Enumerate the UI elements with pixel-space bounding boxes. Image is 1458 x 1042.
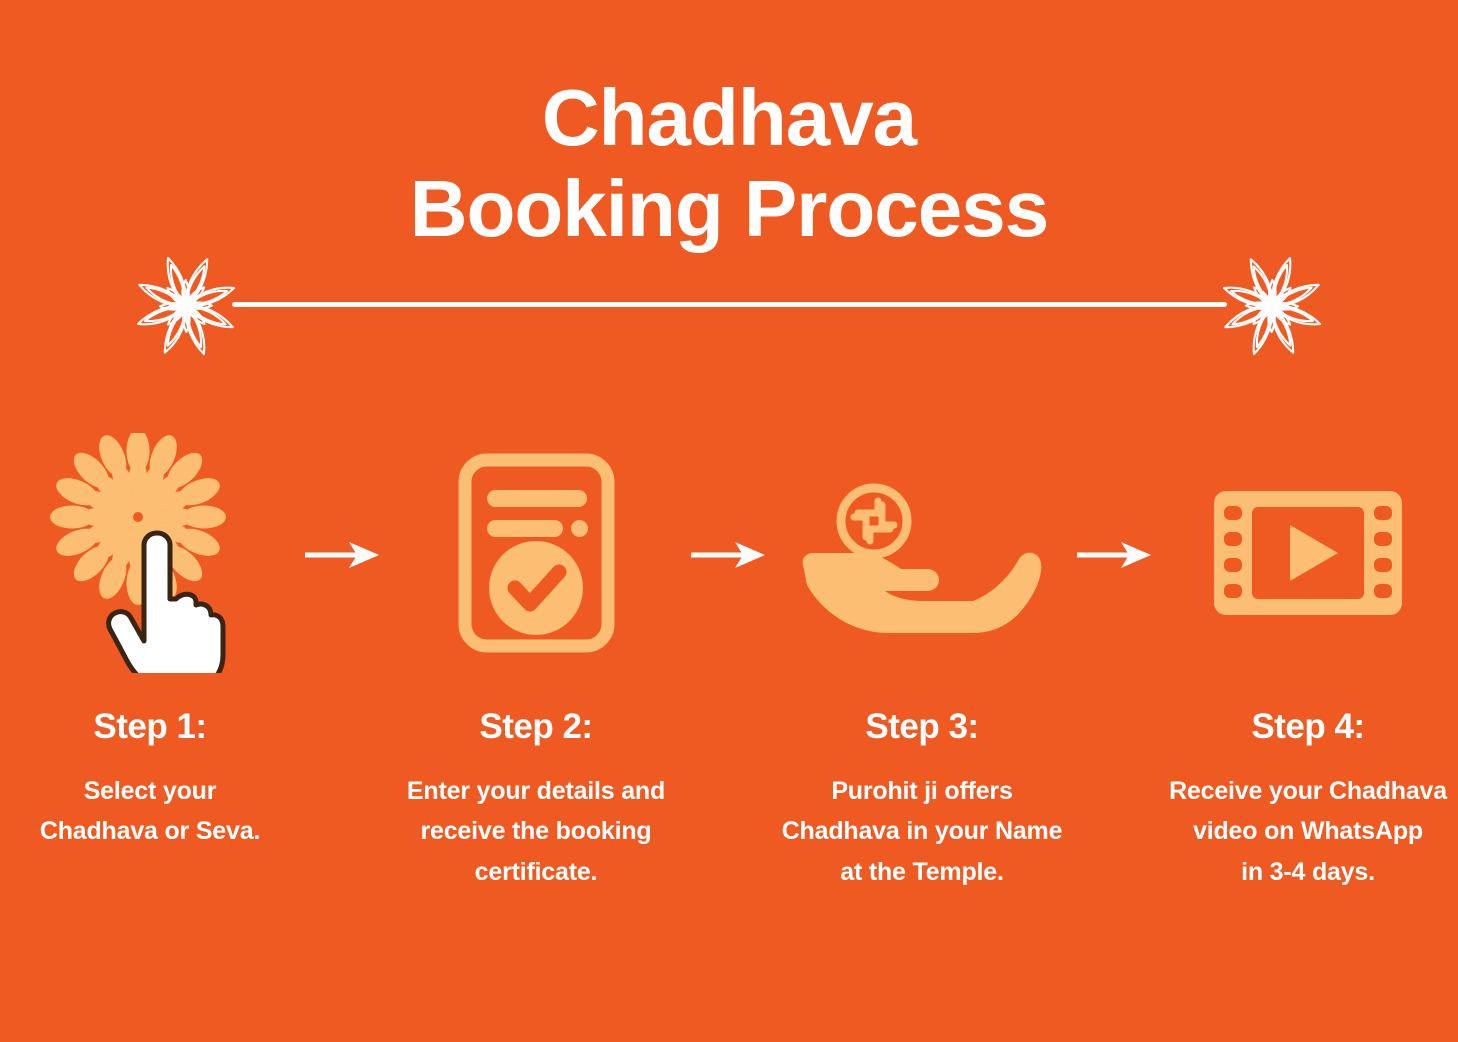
flower-ornament-left-icon — [118, 252, 258, 360]
divider — [0, 252, 1458, 360]
hand-pointer-mandala-icon — [50, 428, 250, 729]
step-2: Step 2: Enter your details and receive t… — [386, 430, 686, 892]
step-1-description: Select your Chadhava or Seva. — [39, 776, 261, 846]
step-4: Step 4: Receive your Chadhava video on W… — [1158, 430, 1458, 892]
step-1: Step 1: Select your Chadhava or Seva. — [0, 428, 300, 852]
steps-row: Step 1: Select your Chadhava or Seva. — [0, 428, 1458, 892]
arrow-step2-to-step3 — [686, 430, 772, 680]
arrow-step3-to-step4 — [1072, 430, 1158, 680]
hand-offering-coin-icon — [797, 473, 1047, 638]
step-4-title: Step 4: — [1251, 707, 1365, 746]
page-title: Chadhava Booking Process — [0, 72, 1458, 254]
divider-line — [232, 302, 1227, 307]
arrow-step1-to-step2 — [300, 430, 386, 680]
step-3-title: Step 3: — [865, 707, 979, 746]
step-4-description: Receive your Chadhava video on WhatsApp … — [1169, 776, 1447, 886]
step-1-icon-area — [0, 428, 300, 729]
video-film-play-icon — [1210, 487, 1406, 624]
step-2-icon-area — [386, 430, 686, 680]
step-2-title: Step 2: — [479, 707, 593, 746]
step-2-description: Enter your details and receive the booki… — [406, 776, 666, 886]
step-4-icon-area — [1158, 430, 1458, 680]
step-1-title: Step 1: — [93, 707, 207, 746]
step-3-description: Purohit ji offers Chadhava in your Name … — [781, 776, 1063, 886]
step-3-icon-area — [772, 430, 1072, 680]
title-line-1: Chadhava — [541, 73, 917, 162]
flower-ornament-right-icon — [1200, 252, 1340, 360]
title-line-2: Booking Process — [409, 164, 1050, 254]
certificate-check-icon — [449, 448, 624, 663]
step-3: Step 3: Purohit ji offers Chadhava in yo… — [772, 430, 1072, 892]
